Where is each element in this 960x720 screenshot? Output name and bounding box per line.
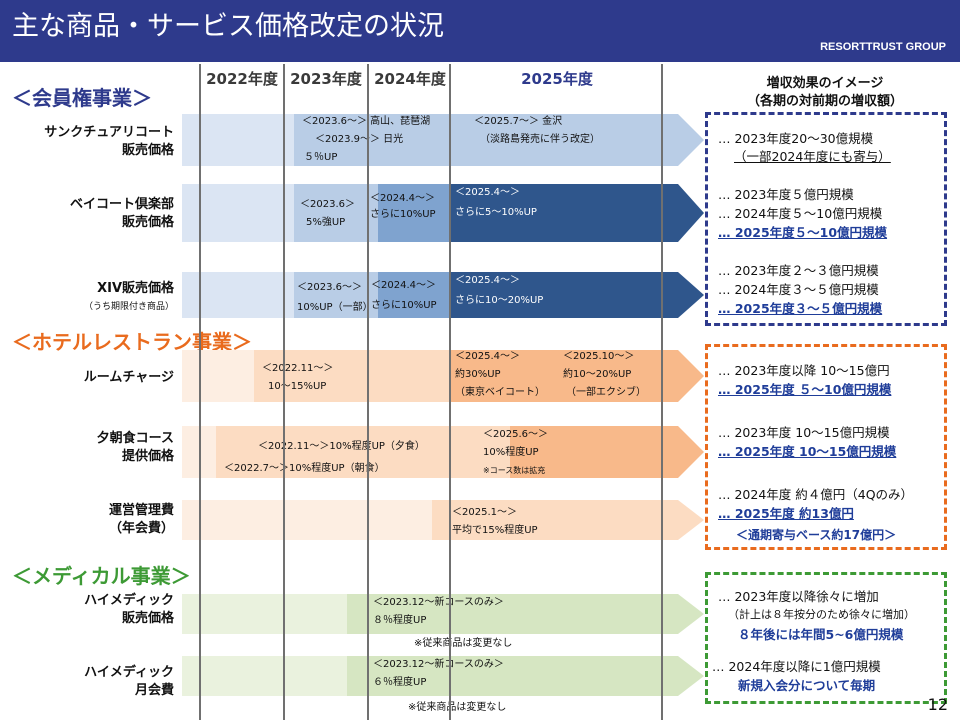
- page-number: 12: [927, 695, 948, 714]
- effect-subheading: （各期の対前期の増収額）: [746, 94, 903, 109]
- sanctuary-text-2: ＜2023.9～＞ 日光: [315, 134, 404, 145]
- timeline-arrow-mgmt: [182, 500, 704, 540]
- effect-membership-7: … 2024年度３～５億円規模: [718, 282, 879, 297]
- year-header-2022: 2022年度: [206, 70, 278, 88]
- himedic-sales-text-1: ＜2023.12～新コースのみ＞: [373, 597, 504, 608]
- effect-membership-2: （一部2024年度にも寄与）: [734, 149, 891, 164]
- effect-membership-6: … 2023年度２～３億円規模: [718, 263, 879, 278]
- meal-text-3: ＜2025.6～＞: [483, 429, 548, 440]
- meal-text-2: ＜2022.7～＞10%程度UP（朝食）: [224, 463, 385, 474]
- xiv-text-5: ＜2025.4～＞: [455, 275, 520, 286]
- row-label-baycourt: ベイコート倶楽部販売価格: [69, 197, 174, 230]
- himedic-fee-text-2: ６％程度UP: [373, 677, 427, 688]
- himedic-sales-note: ※従来商品は変更なし: [414, 638, 513, 649]
- timeline-arrow-baycourt: [182, 184, 704, 242]
- year-header-2024: 2024年度: [374, 70, 446, 88]
- baycourt-text-3: ＜2024.4～＞: [370, 193, 435, 204]
- effect-medical-2: （計上は８年按分のため徐々に増加）: [728, 608, 915, 621]
- sanctuary-text-4: ＜2025.7～＞ 金沢: [474, 116, 563, 127]
- himedic-fee-note: ※従来商品は変更なし: [408, 702, 507, 713]
- section-membership: ＜会員権事業＞: [12, 86, 152, 110]
- page-title: 主な商品・サービス価格改定の状況: [12, 11, 444, 42]
- room-text-1: ＜2022.11～＞: [262, 363, 334, 374]
- row-label-himedic-sales: ハイメディック販売価格: [84, 593, 174, 626]
- effect-box-medical: [705, 572, 947, 704]
- effect-medical-4: … 2024年度以降に1億円規模: [712, 659, 881, 674]
- meal-text-1: ＜2022.11～＞10%程度UP（夕食）: [258, 441, 425, 452]
- room-text-6: ＜2025.10～＞: [563, 351, 635, 362]
- effect-hotel-5: … 2024年度 約４億円（4Qのみ）: [718, 487, 914, 502]
- year-divider-2022: [199, 64, 201, 720]
- year-header-2023: 2023年度: [290, 70, 362, 88]
- effect-hotel-7: ＜通期寄与ベース約17億円＞: [736, 528, 897, 542]
- year-header-2025: 2025年度: [521, 70, 593, 88]
- mgmt-text-1: ＜2025.1～＞: [452, 507, 517, 518]
- meal-text-5: ※コース数は拡充: [483, 466, 546, 475]
- year-divider-2023: [283, 64, 285, 720]
- effect-membership-8: … 2025年度３～５億円規模: [718, 301, 883, 316]
- row-label-room: ルームチャージ: [83, 370, 174, 385]
- effect-membership-1: … 2023年度20～30億規模: [718, 131, 874, 146]
- row-label-xiv: XIV販売価格（うち期限付き商品）: [83, 281, 174, 312]
- timeline-arrow-meal: [182, 426, 704, 478]
- row-label-himedic-fee: ハイメディック月会費: [84, 665, 174, 698]
- timeline-arrow-xiv: [182, 272, 704, 318]
- sanctuary-text-5: （淡路島発売に伴う改定）: [480, 134, 600, 145]
- effect-hotel-2: … 2025年度 ５～10億円規模: [718, 382, 892, 397]
- effect-membership-4: … 2024年度５～10億円規模: [718, 206, 883, 221]
- year-divider-end: [661, 64, 663, 720]
- effect-box-hotel: [705, 344, 947, 550]
- effect-membership-3: … 2023年度５億円規模: [718, 187, 854, 202]
- baycourt-text-1: ＜2023.6＞: [300, 199, 355, 210]
- xiv-text-2: 10%UP（一部）: [297, 302, 373, 313]
- room-text-7: 約10～20%UP: [563, 369, 632, 380]
- room-text-4: 約30%UP: [455, 369, 501, 380]
- xiv-text-4: さらに10%UP: [371, 300, 437, 311]
- row-label-mgmt: 運営管理費（年会費）: [108, 503, 174, 536]
- row-label-sanctuary: サンクチュアリコート販売価格: [44, 125, 174, 158]
- baycourt-text-5: ＜2025.4～＞: [455, 187, 520, 198]
- room-text-8: （一部エクシブ）: [566, 387, 646, 398]
- himedic-fee-text-1: ＜2023.12～新コースのみ＞: [373, 659, 504, 670]
- timeline-arrow-himedic-sales: [182, 594, 704, 634]
- baycourt-text-2: 5%強UP: [306, 217, 346, 228]
- sanctuary-text-3: ５％UP: [304, 152, 338, 163]
- brand-name: RESORTTRUST GROUP: [820, 41, 946, 53]
- effect-hotel-1: … 2023年度以降 10～15億円: [718, 363, 890, 378]
- effect-box-membership: [705, 112, 947, 326]
- room-text-5: （東京ベイコート）: [455, 387, 545, 398]
- xiv-text-3: ＜2024.4～＞: [371, 280, 436, 291]
- baycourt-text-4: さらに10%UP: [370, 209, 436, 220]
- effect-medical-5: 新規入会分について毎期: [738, 678, 876, 693]
- effect-medical-1: … 2023年度以降徐々に増加: [718, 589, 879, 604]
- sanctuary-text-1: ＜2023.6～＞ 高山、琵琶湖: [302, 116, 431, 127]
- title-bar: [0, 0, 960, 62]
- effect-hotel-4: … 2025年度 10～15億円規模: [718, 444, 897, 459]
- effect-membership-5: … 2025年度５～10億円規模: [718, 225, 888, 240]
- baycourt-text-6: さらに5～10%UP: [455, 207, 537, 218]
- effect-hotel-3: … 2023年度 10～15億円規模: [718, 425, 890, 440]
- xiv-text-6: さらに10～20%UP: [455, 295, 544, 306]
- xiv-text-1: ＜2023.6～＞: [297, 282, 362, 293]
- year-divider-2024: [367, 64, 369, 720]
- effect-medical-3: ８年後には年間5~6億円規模: [738, 627, 904, 642]
- year-divider-2025: [449, 64, 451, 720]
- timeline-arrow-sanctuary: [182, 114, 704, 166]
- mgmt-text-2: 平均で15%程度UP: [452, 525, 538, 536]
- room-text-2: 10～15%UP: [268, 381, 327, 392]
- effect-hotel-6: … 2025年度 約13億円: [718, 506, 854, 521]
- row-label-meal: 夕朝食コース提供価格: [96, 431, 174, 464]
- room-text-3: ＜2025.4～＞: [455, 351, 520, 362]
- effect-heading: 増収効果のイメージ: [766, 76, 884, 91]
- timeline-arrow-himedic-fee: [182, 656, 704, 696]
- section-medical: ＜メディカル事業＞: [12, 564, 191, 588]
- himedic-sales-text-2: ８％程度UP: [373, 615, 427, 626]
- meal-text-4: 10%程度UP: [483, 447, 539, 458]
